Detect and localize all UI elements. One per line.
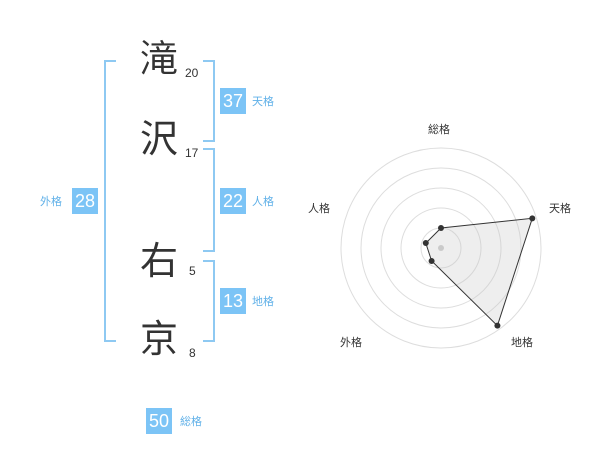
stroke-count-2: 17	[185, 146, 199, 160]
name-char-2: 沢	[140, 117, 179, 161]
radar-series-area	[425, 217, 534, 327]
radar-axis-label-tenkaku: 天格	[549, 202, 571, 215]
jinkaku-label: 人格	[252, 195, 274, 208]
radar-axis-label-chikaku: 地格	[511, 336, 533, 349]
soukaku-badge: 50	[146, 408, 172, 434]
chikaku-bracket	[203, 260, 215, 342]
jinkaku-bracket	[203, 148, 215, 252]
tenkaku-badge: 37	[220, 88, 246, 114]
radar-point-4	[428, 257, 435, 264]
stroke-count-1: 20	[185, 66, 199, 80]
chikaku-badge: 13	[220, 288, 246, 314]
tenkaku-bracket	[203, 60, 215, 142]
radar-grid-ring	[400, 207, 482, 289]
radar-point-5	[422, 240, 429, 247]
radar-center-dot	[438, 245, 444, 251]
soukaku-label: 総格	[180, 415, 202, 428]
stroke-count-3: 5	[189, 264, 196, 278]
name-char-1: 滝	[140, 37, 179, 81]
chikaku-label: 地格	[252, 295, 274, 308]
radar-grid-ring	[360, 167, 522, 329]
radar-axis-label-gaikaku: 外格	[340, 336, 362, 349]
stroke-count-4: 8	[189, 346, 196, 360]
radar-grid-ring	[380, 187, 502, 309]
radar-point-3	[494, 322, 501, 329]
radar-axis-label-jinkaku: 人格	[308, 202, 330, 215]
tenkaku-label: 天格	[252, 95, 274, 108]
radar-point-2	[529, 215, 536, 222]
radar-grid-ring	[340, 147, 542, 349]
radar-point-1	[438, 225, 444, 231]
gaikaku-label: 外格	[40, 195, 62, 208]
radar-axis-label-soukaku: 総格	[428, 123, 450, 136]
name-char-3: 右	[140, 239, 179, 283]
gaikaku-badge: 28	[72, 188, 98, 214]
name-char-4: 京	[140, 317, 179, 361]
jinkaku-badge: 22	[220, 188, 246, 214]
gaikaku-bracket	[104, 60, 116, 342]
